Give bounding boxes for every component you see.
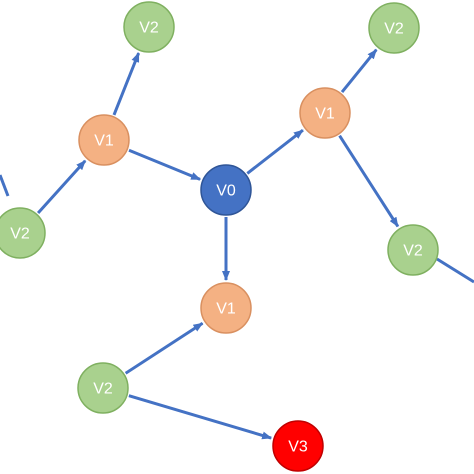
node-circle-v1-c	[200, 282, 252, 334]
node-circle-v2-c	[368, 2, 420, 54]
node-v3: V3	[272, 420, 324, 472]
node-circle-v3	[272, 420, 324, 472]
partial-edge-2	[436, 257, 474, 284]
node-v2-c: V2	[368, 2, 420, 54]
edge-v0-to-v1-b	[246, 129, 304, 175]
node-v2-e: V2	[77, 362, 129, 414]
node-circle-v2-b	[0, 207, 46, 259]
edge-v2-e-to-v3	[128, 394, 273, 440]
node-label-v1-c: V1	[216, 301, 236, 318]
node-circle-v1-b	[299, 87, 351, 139]
partial-edge-1	[0, 174, 10, 197]
edge-v2-e-to-v1-c	[124, 322, 204, 375]
node-circle-v2-d	[387, 224, 439, 276]
edge-v2-b-to-v1-a	[36, 159, 87, 214]
node-v2-d: V2	[387, 224, 439, 276]
node-v2-b: V2	[0, 207, 46, 259]
node-v0: V0	[200, 164, 252, 216]
node-label-v1-a: V1	[94, 133, 114, 150]
node-label-v2-b: V2	[10, 226, 30, 243]
edge-v1-b-to-v2-d	[338, 134, 400, 228]
edge-v1-a-to-v0	[128, 148, 202, 181]
node-v1-a: V1	[78, 114, 130, 166]
node-circle-v2-e	[77, 362, 129, 414]
node-label-v2-e: V2	[93, 381, 113, 398]
node-label-v2-c: V2	[384, 21, 404, 38]
edge-v1-a-to-v2-a	[112, 52, 141, 116]
node-v1-c: V1	[200, 282, 252, 334]
node-circle-v1-a	[78, 114, 130, 166]
node-label-v0: V0	[216, 183, 236, 200]
edge-v1-b-to-v2-c	[340, 48, 378, 93]
node-v2-a: V2	[123, 1, 175, 53]
partial-edges	[0, 174, 474, 284]
node-v1-b: V1	[299, 87, 351, 139]
node-label-v3: V3	[288, 439, 308, 456]
node-label-v1-b: V1	[315, 106, 335, 123]
node-label-v2-d: V2	[403, 243, 423, 260]
edges	[36, 48, 400, 440]
node-label-v2-a: V2	[139, 20, 159, 37]
node-circle-v2-a	[123, 1, 175, 53]
node-circle-v0	[200, 164, 252, 216]
